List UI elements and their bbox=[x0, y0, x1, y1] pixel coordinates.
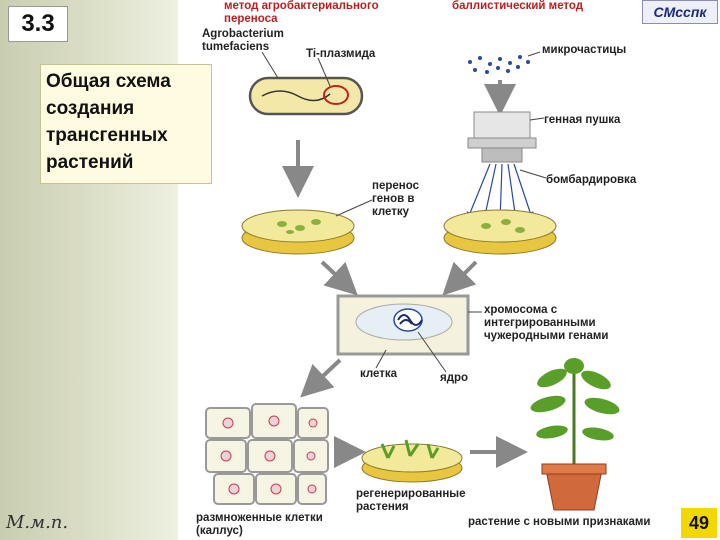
ballistic-method-label: баллистический метод bbox=[452, 0, 584, 12]
ti-plasmid-label: Ti-плазмида bbox=[306, 48, 376, 60]
regenerated-plants-dish-icon bbox=[361, 439, 463, 483]
regenerated-label: регенерированные растения bbox=[356, 488, 466, 513]
gene-gun-label: генная пушка bbox=[544, 114, 621, 126]
agrobacterium-label: Agrobacterium tumefaciens bbox=[202, 28, 284, 53]
brand-badge: СМсспк bbox=[642, 0, 718, 24]
title-box bbox=[40, 64, 212, 184]
plant-cell-icon bbox=[336, 294, 470, 356]
new-plant-label: растение с новыми признаками bbox=[468, 516, 651, 528]
potted-plant-icon bbox=[530, 358, 620, 511]
bombardment-label: бомбардировка bbox=[546, 174, 637, 186]
petri-dish-ballistic-icon bbox=[443, 209, 557, 255]
gene-transfer-label: перенос генов в клетку bbox=[372, 180, 419, 218]
author-initials: М.м.п. bbox=[6, 512, 69, 533]
agrobacterium-cell-icon bbox=[248, 76, 364, 116]
microparticles-label: микрочастицы bbox=[542, 44, 627, 56]
arrow-converge-left bbox=[320, 260, 358, 296]
chromosome-label: хромосома с интегрированными чужеродными… bbox=[484, 304, 609, 342]
gene-gun-icon bbox=[467, 111, 537, 163]
arrow-converge-right bbox=[442, 260, 478, 296]
arrow-to-callus bbox=[300, 358, 342, 398]
nucleus-label: ядро bbox=[440, 372, 469, 384]
microparticles-icon bbox=[468, 55, 530, 74]
plasmid-label-line bbox=[317, 57, 331, 87]
slide-number: 3.3 bbox=[8, 6, 68, 42]
slide-title: Общая схема создания трансгенных растени… bbox=[46, 71, 171, 173]
cell-label: клетка bbox=[360, 368, 398, 380]
page-number: 49 bbox=[681, 508, 717, 538]
callus-label: размноженные клетки (каллус) bbox=[196, 512, 323, 537]
agro-method-label: метод агробактериального переноса bbox=[224, 0, 379, 25]
agro-label-line bbox=[261, 51, 279, 79]
petri-dish-agro-icon bbox=[241, 209, 355, 255]
bombardment-rays bbox=[466, 163, 534, 224]
